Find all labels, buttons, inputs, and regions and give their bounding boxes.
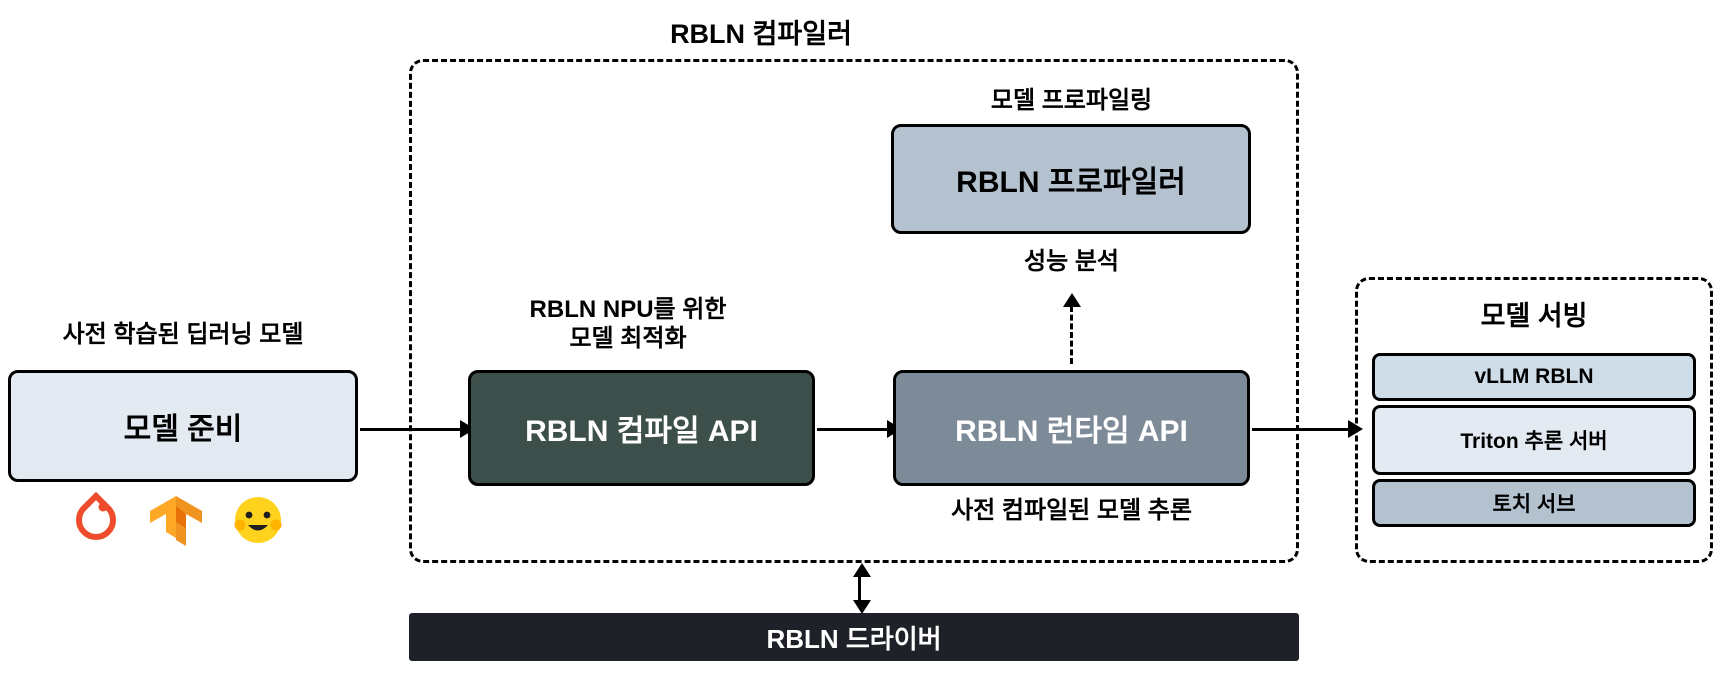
serving-item-torch-serve-label: 토치 서브 — [1492, 493, 1576, 516]
tensorflow-icon — [148, 492, 204, 555]
pytorch-icon — [70, 491, 122, 555]
profiler-caption: 모델 프로파일링 — [990, 87, 1153, 114]
box-rbln-driver[interactable]: RBLN 드라이버 — [409, 613, 1299, 661]
serving-item-vllm-rbln-label: vLLM RBLN — [1474, 365, 1594, 388]
serving-item-triton-inference-server-label: Triton 추론 서버 — [1460, 430, 1608, 453]
box-model-preparation-label: 모델 준비 — [123, 413, 243, 446]
huggingface-icon — [230, 492, 286, 555]
serving-item-triton-inference-server[interactable]: Triton 추론 서버 — [1372, 405, 1696, 475]
framework-icon-row — [70, 491, 286, 555]
arrow-runtime-to-serving-line — [1252, 428, 1360, 431]
serving-title: 모델 서빙 — [1480, 301, 1588, 331]
driver-connector-line — [858, 572, 861, 604]
box-model-preparation[interactable]: 모델 준비 — [8, 370, 358, 482]
driver-arrow-head-up — [853, 563, 871, 577]
serving-panel — [1355, 277, 1713, 563]
box-rbln-runtime-api[interactable]: RBLN 런타임 API — [893, 370, 1250, 486]
prepare-caption: 사전 학습된 딥러닝 모델 — [62, 321, 304, 348]
box-rbln-compile-api[interactable]: RBLN 컴파일 API — [468, 370, 815, 486]
box-rbln-compile-api-label: RBLN 컴파일 API — [525, 415, 758, 448]
arrow-compile-to-runtime-line — [817, 428, 887, 431]
compiler-boundary — [409, 59, 1299, 563]
box-rbln-profiler[interactable]: RBLN 프로파일러 — [891, 124, 1251, 234]
profiling-edge-label: 성능 분석 — [1024, 248, 1119, 275]
arrow-prepare-to-compile-line — [360, 428, 460, 431]
serving-item-vllm-rbln[interactable]: vLLM RBLN — [1372, 353, 1696, 401]
diagram-title: RBLN 컴파일러 — [670, 19, 852, 49]
serving-item-torch-serve[interactable]: 토치 서브 — [1372, 479, 1696, 527]
dashed-edge-arrow-head — [1063, 293, 1081, 307]
box-rbln-profiler-label: RBLN 프로파일러 — [956, 166, 1186, 199]
driver-arrow-head-down — [853, 600, 871, 614]
box-rbln-driver-label: RBLN 드라이버 — [766, 623, 942, 654]
box-rbln-runtime-api-label: RBLN 런타임 API — [955, 415, 1188, 448]
runtime-footnote: 사전 컴파일된 모델 추론 — [951, 497, 1192, 524]
dashed-edge-runtime-to-profiler — [1070, 306, 1073, 364]
compile-caption: RBLN NPU를 위한 모델 최적화 — [529, 296, 727, 353]
